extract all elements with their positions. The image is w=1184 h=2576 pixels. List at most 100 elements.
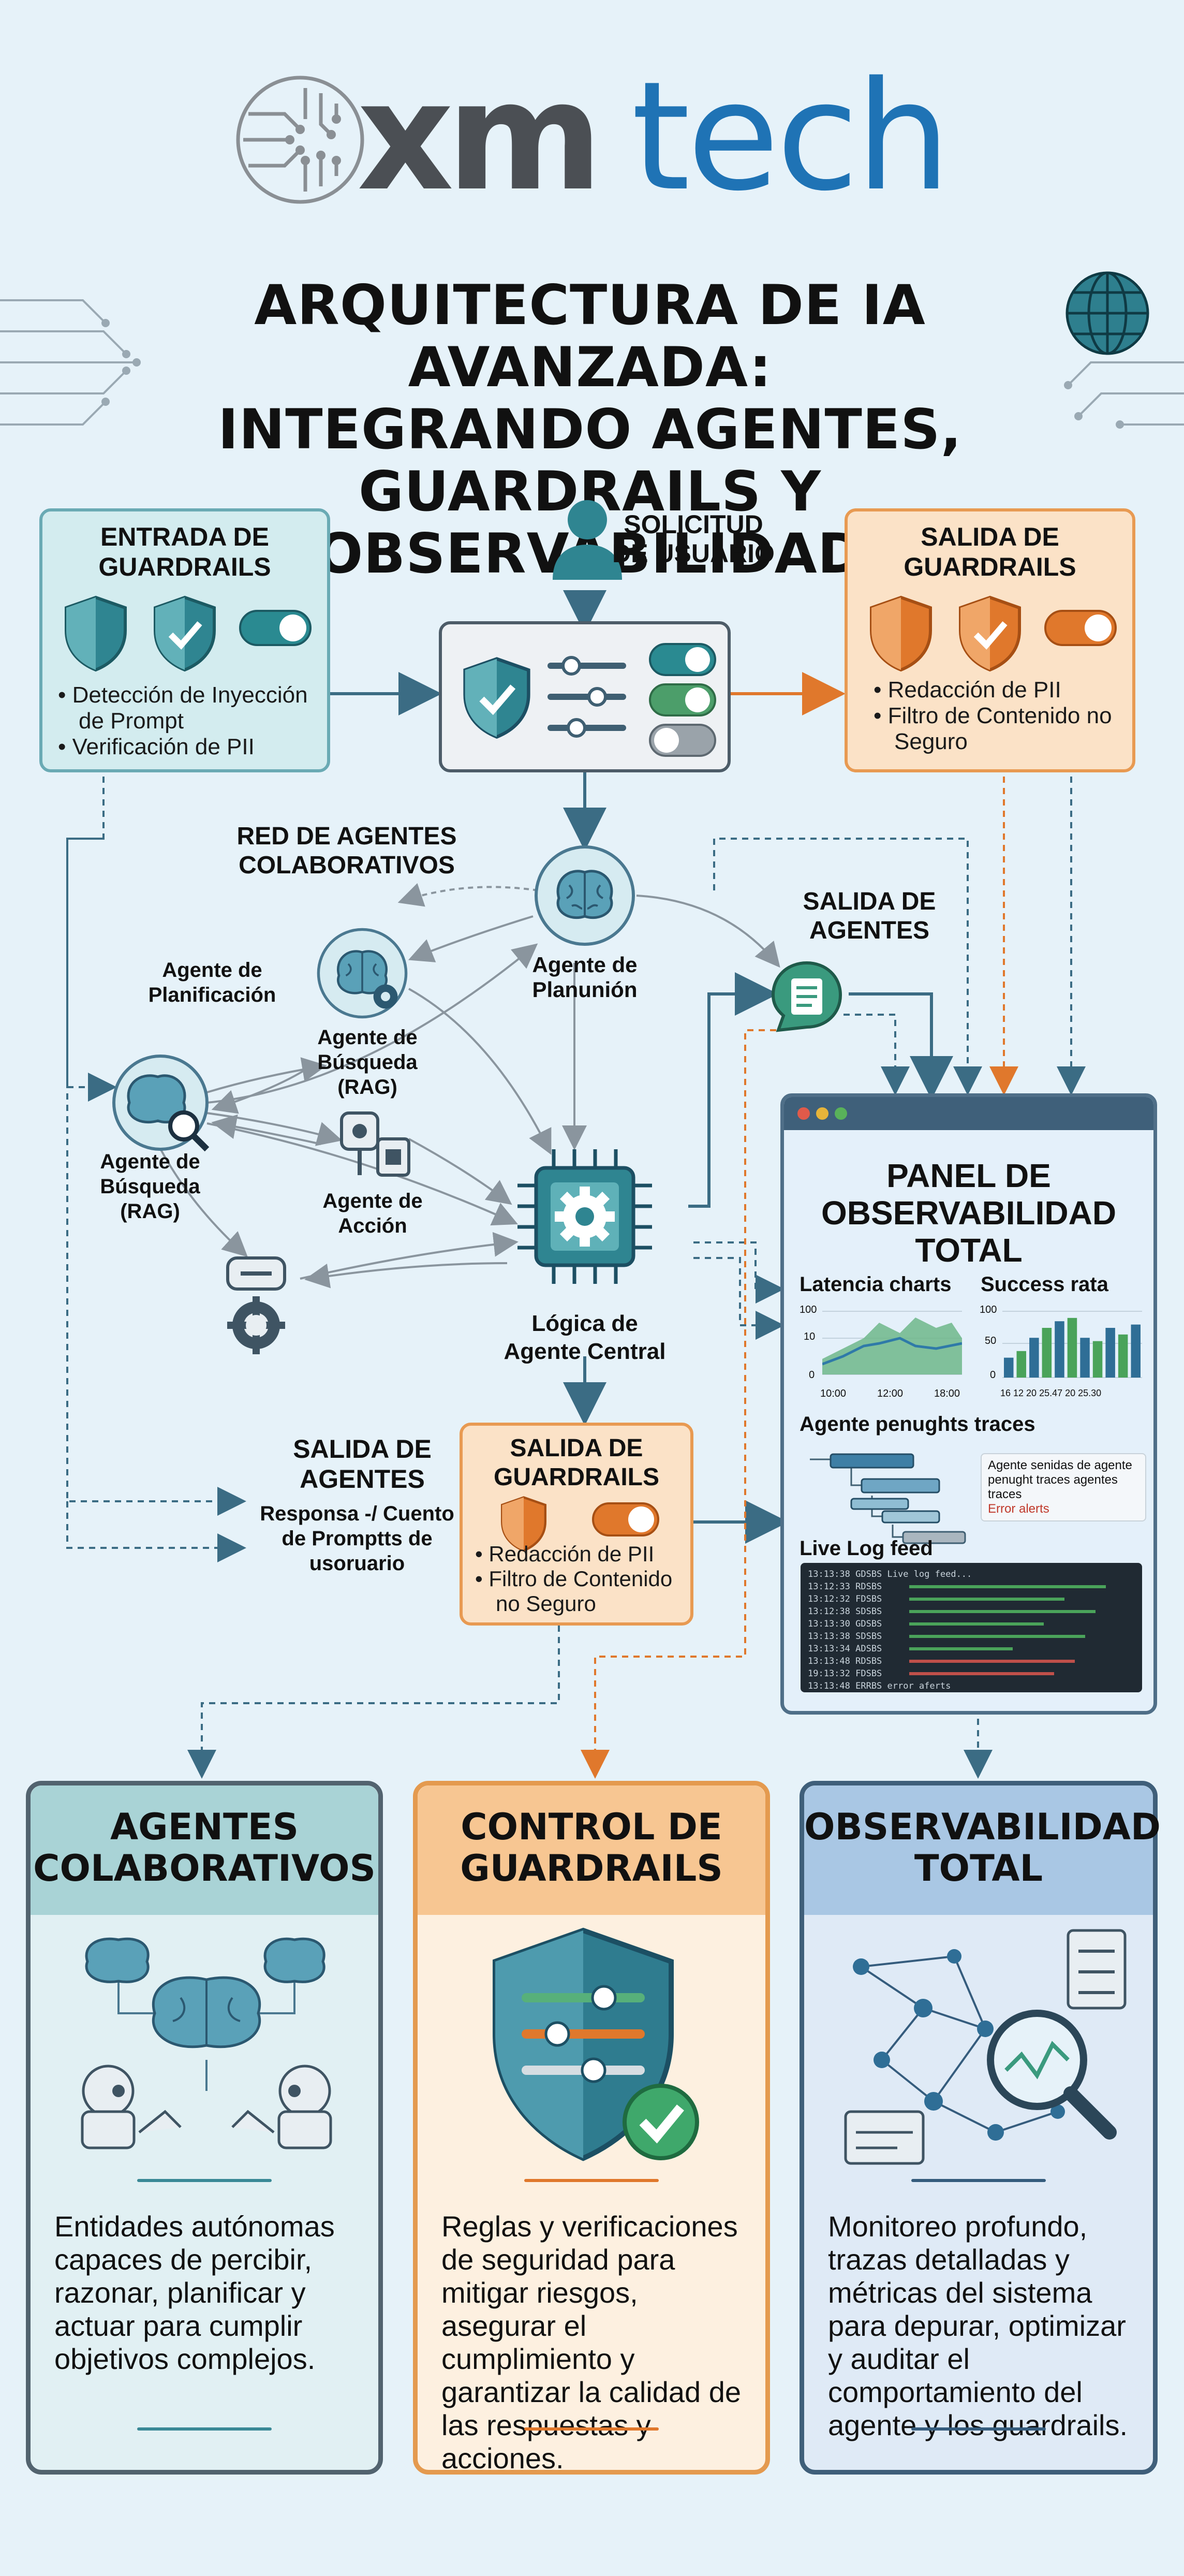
bottom-output-title: SALIDA DE AGENTES [293,1435,432,1494]
brain-gear-icon [317,928,408,1019]
bullet-content-filter: • Filtro de Contenido no Seguro [475,1567,673,1616]
divider [911,2179,1046,2182]
success-chart: 100 50 0 16 12 20 25.47 20 25.30 [980,1304,1145,1402]
y-tick: 10 [804,1331,816,1342]
toggle-switch-on[interactable] [1044,610,1117,646]
bullet-pii-verification: • Verificación de PII [58,734,255,759]
card-title: CONTROL DE GUARDRAILS [460,1806,723,1890]
log-line: 19:13:32 FDSBS [808,1667,1135,1680]
card-description: Monitoreo profundo, trazas detalladas y … [828,2210,1128,2441]
success-bar [1004,1357,1014,1378]
network-magnifier-icon [844,1929,1127,2165]
bullet-content-filter: • Filtro de Contenido no Seguro [874,703,1112,754]
title-line-1: ARQUITECTURA DE IA AVANZADA: [254,273,926,399]
globe-icon [1065,271,1149,355]
shield-icon [65,595,127,672]
output-guardrails-box: SALIDA DE GUARDRAILS • Redacción de PII … [845,508,1135,772]
title-line-2: INTEGRANDO AGENTES, [218,398,962,461]
divider [524,2427,659,2431]
shield-check-icon [154,595,216,672]
divider [524,2179,659,2182]
input-guardrails-title: ENTRADA DE GUARDRAILS [98,522,271,581]
user-request-label: SOLICITUD DE USUARIO [612,510,775,568]
success-label: Success rata [981,1273,1108,1296]
logo-text-tech: tech [631,50,951,224]
success-bar [1042,1328,1052,1378]
bullet-prompt-injection: • Detección de Inyección de Prompt [58,682,308,734]
cpu-gear-icon [517,1149,652,1284]
search-top-label: Agente de Búsqueda (RAG) [317,1026,418,1099]
agents-output-label: SALIDA DE AGENTES [803,888,936,944]
logo: xm tech [228,62,994,217]
success-bar [1080,1338,1090,1378]
success-bar [1092,1341,1103,1378]
card-guardrails-control: CONTROL DE GUARDRAILS Reglas y verificac… [413,1781,770,2475]
y-tick: 0 [809,1369,815,1381]
y-tick: 50 [985,1335,997,1346]
x-ticks: 16 12 20 25.47 20 25.30 [1000,1388,1102,1398]
divider [911,2427,1046,2431]
success-bar [1055,1321,1064,1378]
shield-icon [501,1496,546,1552]
toggle-switch-on[interactable] [239,610,312,646]
latency-chart: 100 10 0 10:00 12:00 18:00 [800,1304,965,1402]
success-bar [1067,1318,1077,1378]
log-line: 13:13:48 RDSBS [808,1655,1135,1667]
log-line: 13:13:38 GDSBS Live log feed... [808,1569,972,1579]
toggle-switch-on[interactable] [592,1502,659,1536]
success-bar [1118,1334,1128,1378]
toggle-switch-on[interactable] [649,683,716,716]
mid-guardrails-title: SALIDA DE GUARDRAILS [494,1435,659,1491]
log-line: 13:13:30 GDSBS [808,1618,1135,1630]
y-tick: 100 [800,1304,817,1315]
traces-note: Agente senidas de agente penught traces … [981,1453,1146,1521]
divider [137,2179,272,2182]
shield-settings-check-icon [493,1927,699,2161]
log-line: 13:12:32 FDSBS [808,1593,1135,1605]
mid-guardrails-bullets: • Redacción de PII • Filtro de Contenido… [475,1542,692,1616]
brain-icon [535,845,635,946]
latency-area [822,1311,962,1375]
toggle-switch-off[interactable] [649,724,716,757]
brain-search-icon [112,1055,210,1152]
card-title: OBSERVABILIDAD TOTAL [804,1806,1161,1890]
chat-document-icon [771,961,842,1032]
latency-label: Latencia charts [800,1273,952,1296]
input-guardrails-bullets: • Detección de Inyección de Prompt • Ver… [58,682,327,760]
toggle-switch-on[interactable] [649,643,716,676]
success-bar [1105,1328,1115,1378]
shield-check-icon [959,595,1021,672]
live-log-feed[interactable]: 13:13:38 GDSBS Live log feed... 13:12:33… [801,1563,1142,1692]
success-bar [1131,1324,1141,1378]
circuit-sphere-icon [236,76,364,204]
log-line: 13:13:34 ADSBS [808,1643,1135,1655]
success-bar [1016,1351,1026,1378]
maximize-dot-icon[interactable] [835,1107,847,1120]
action-label: Agente de Acción [322,1190,423,1237]
log-line: 13:12:33 RDSBS [808,1580,1135,1593]
planner-label: Agente de Planificación [148,959,276,1006]
window-titlebar [784,1097,1153,1130]
log-line: 13:12:38 SDSBS [808,1605,1135,1618]
traces-label: Agente penughts traces [800,1413,1035,1436]
log-line: 13:13:48 ERRBS error aferts [808,1681,951,1691]
bullet-pii-redaction: • Redacción de PII [475,1542,655,1566]
close-dot-icon[interactable] [797,1107,810,1120]
circuit-decoration-left [0,299,141,426]
minimize-dot-icon[interactable] [816,1107,828,1120]
log-label: Live Log feed [800,1537,933,1560]
observability-panel: PANEL DE OBSERVABILIDAD TOTAL Latencia c… [780,1093,1157,1715]
panel-title: PANEL DE OBSERVABILIDAD TOTAL [821,1157,1117,1269]
output-guardrails-title: SALIDA DE GUARDRAILS [904,522,1076,581]
mid-guardrails-box: SALIDA DE GUARDRAILS • Redacción de PII … [460,1423,693,1626]
x-tick: 12:00 [877,1388,904,1399]
card-total-observability: OBSERVABILIDAD TOTAL Monitoreo profundo,… [800,1781,1161,2475]
slider-controls-icon [547,656,626,738]
divider [137,2427,272,2431]
bottom-output-subtitle: Responsa -/ Cuento de Promptts de usorua… [260,1502,454,1575]
trace-timeline [810,1453,966,1544]
shield-check-icon [463,657,530,739]
circuit-decoration-right [1064,361,1184,429]
input-guardrails-box: ENTRADA DE GUARDRAILS • Detección de Iny… [39,508,330,772]
